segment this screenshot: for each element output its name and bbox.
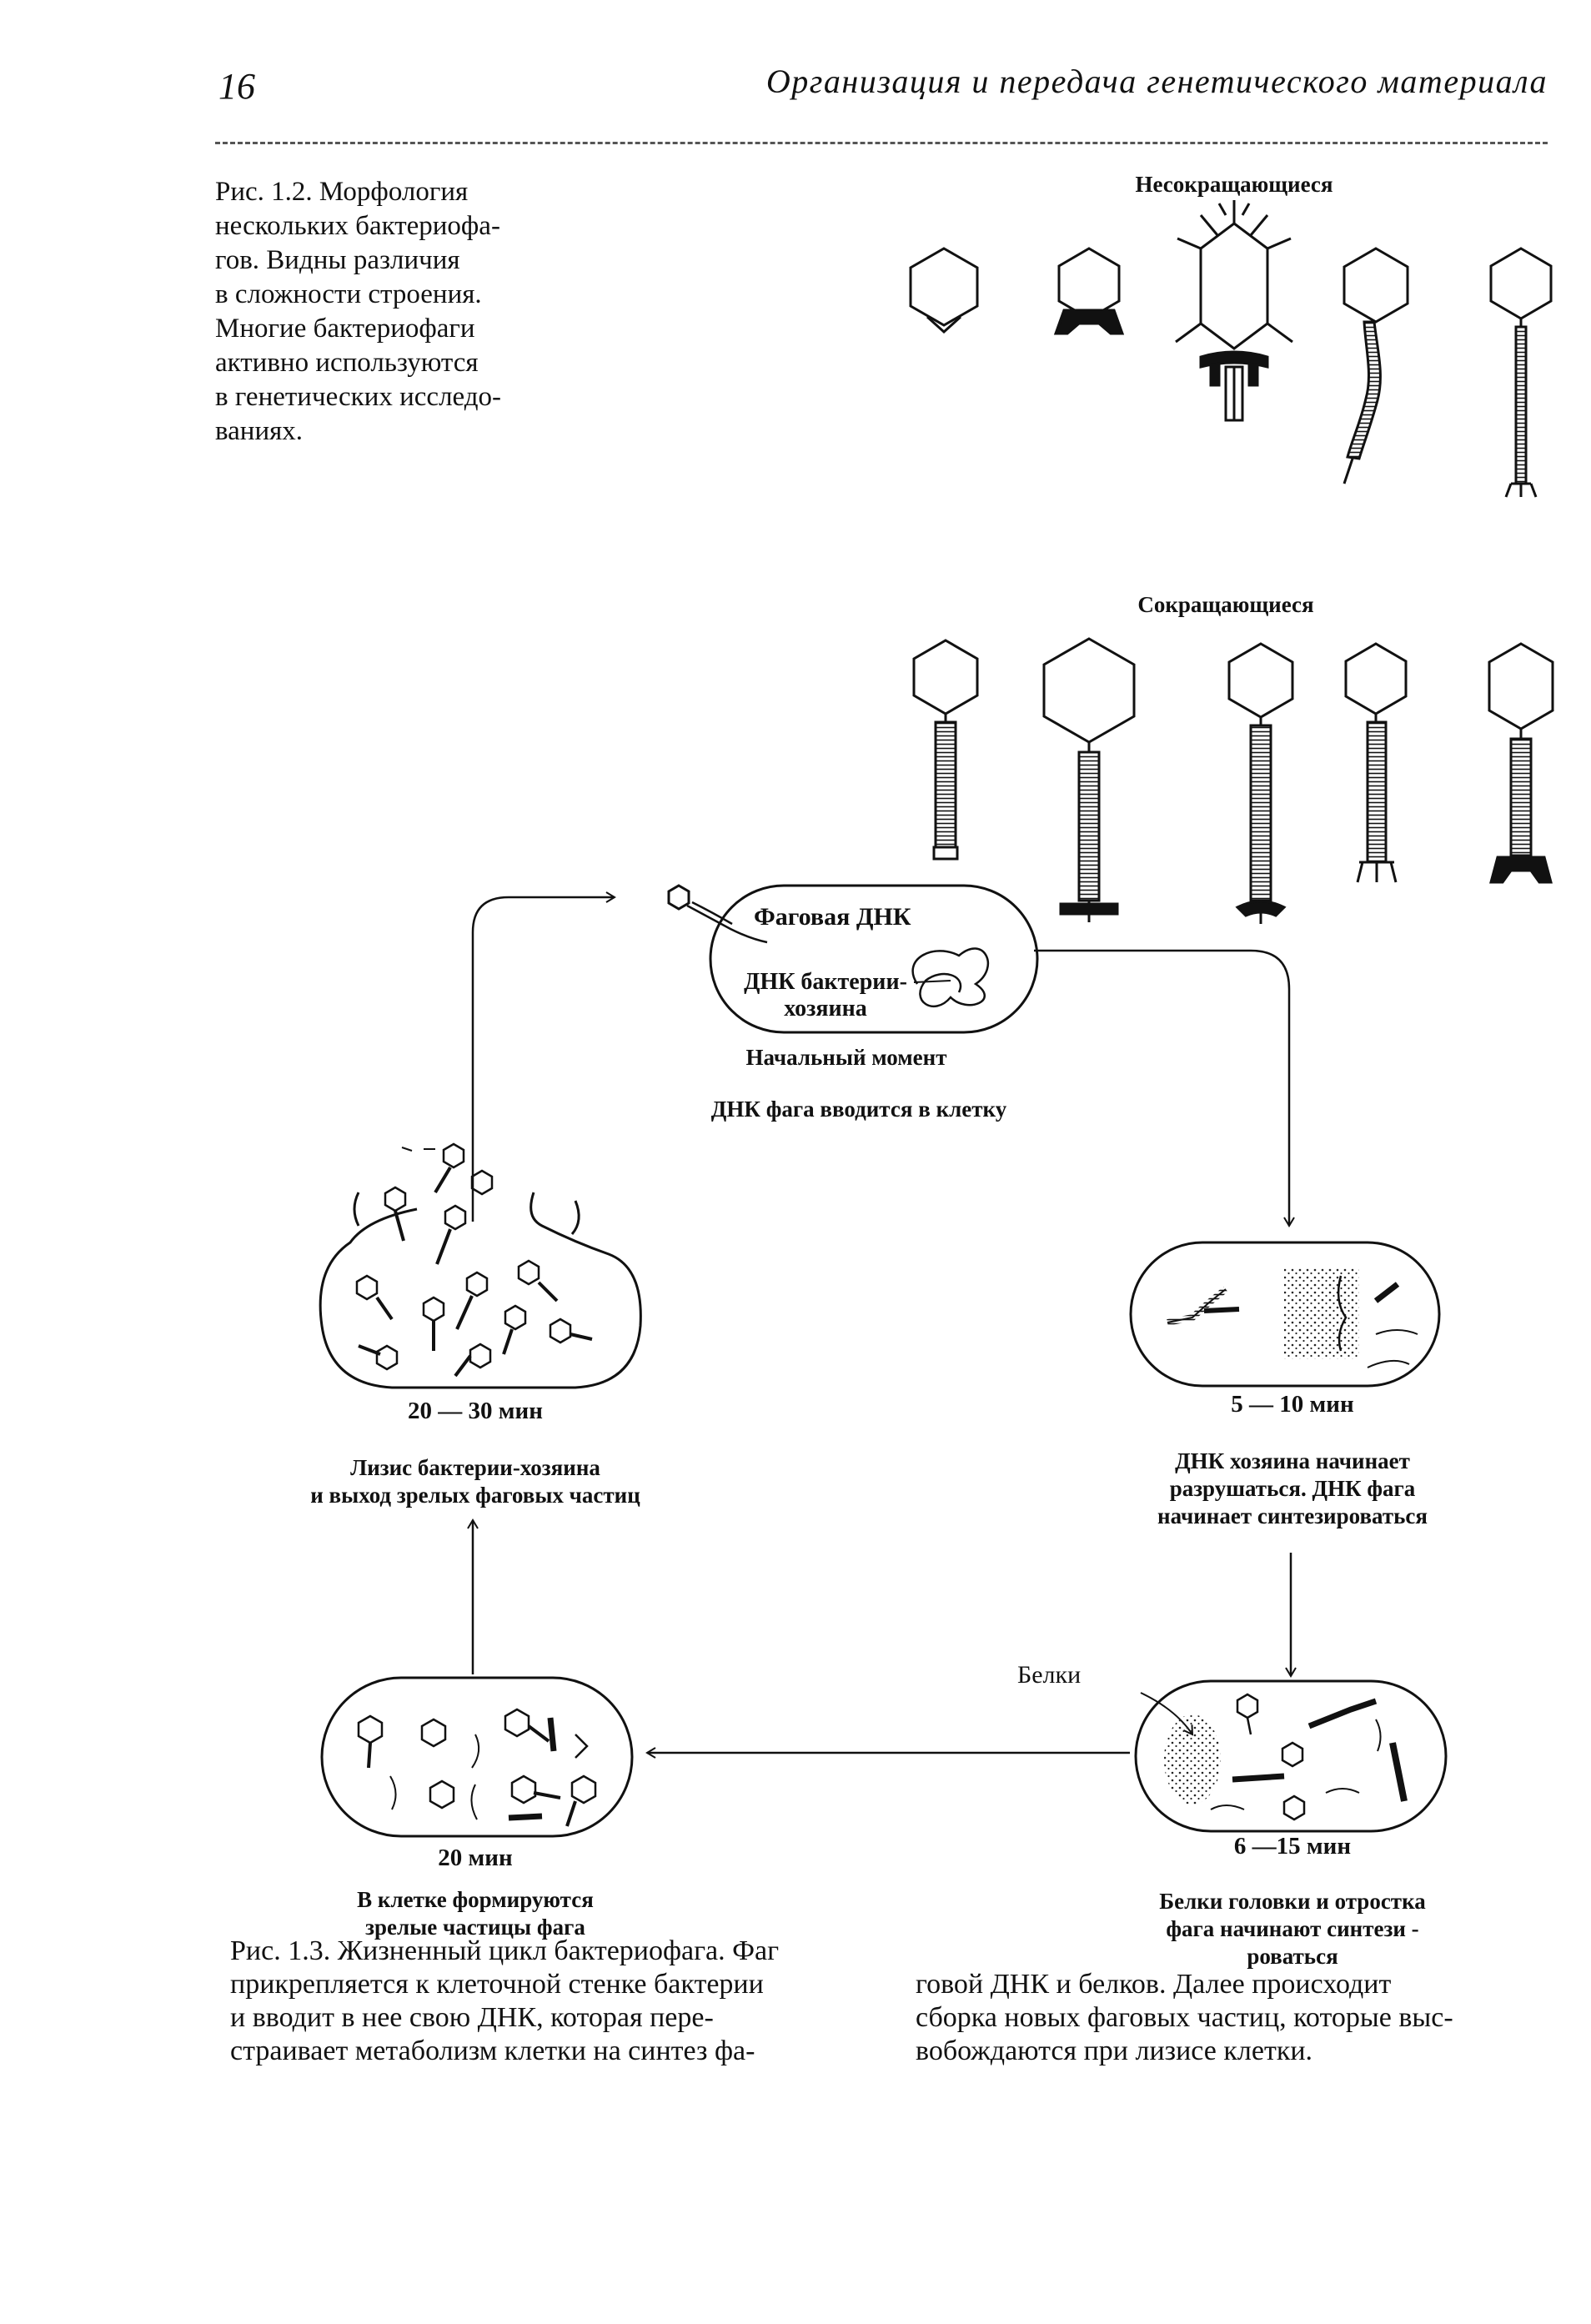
- phage-contracting-2: [1042, 637, 1136, 922]
- label-host-dna: ДНК бактерии- хозяина: [734, 969, 917, 1022]
- caption-line: и вводит в нее свою ДНК, которая пере-: [230, 2002, 714, 2033]
- desc-line: роваться: [1247, 1944, 1338, 1969]
- caption-line: Рис. 1.2. Морфология: [215, 177, 469, 207]
- caption-line: сборка новых фаговых частиц, которые выс…: [916, 2002, 1453, 2033]
- phage-noncontracting-5: [1489, 247, 1553, 498]
- phage-noncontracting-3: [1175, 200, 1293, 422]
- desc-line: начинает синтезироваться: [1157, 1503, 1428, 1528]
- desc-line: В клетке формируются: [357, 1887, 594, 1912]
- phage-noncontracting-2: [1053, 247, 1125, 335]
- desc-line: ДНК хозяина начинает: [1175, 1448, 1410, 1473]
- cell-lysis: [319, 1142, 642, 1389]
- caption-line: нескольких бактериофа-: [215, 211, 500, 241]
- desc-line: Лизис бактерии-хозяина: [350, 1455, 600, 1480]
- desc-20: В клетке формируются зрелые частицы фага: [300, 1886, 650, 1941]
- desc-20-30: Лизис бактерии-хозяина и выход зрелых фа…: [267, 1454, 684, 1509]
- time-6-15: 6 —15 мин: [1233, 1833, 1352, 1860]
- phage-noncontracting-4: [1343, 247, 1409, 484]
- desc-5-10: ДНК хозяина начинает разрушаться. ДНК фа…: [1117, 1448, 1468, 1530]
- phage-contracting-3: [1227, 642, 1294, 924]
- figure-1-2-caption: Рис. 1.2. Морфология нескольких бактерио…: [215, 175, 565, 449]
- arrow-start-to-5min: [1034, 949, 1295, 1227]
- caption-line: в генетических исследо-: [215, 382, 502, 412]
- label-phage-dna: Фаговая ДНК: [754, 903, 911, 931]
- group-label-contracting: Сокращающиеся: [1137, 592, 1314, 617]
- phage-contracting-1: [912, 639, 979, 861]
- label-proteins: Белки: [1017, 1661, 1082, 1689]
- phage-noncontracting-1: [909, 247, 979, 334]
- label-line: хозяина: [784, 996, 867, 1021]
- header-rule: [215, 142, 1548, 144]
- desc-line: разрушаться. ДНК фага: [1169, 1476, 1416, 1501]
- caption-line: страивает метаболизм клетки на синтез фа…: [230, 2035, 755, 2066]
- caption-line: прикрепляется к клеточной стенке бактери…: [230, 1969, 764, 2000]
- arrow-release-to-start: [471, 891, 616, 1222]
- cell-6-15min: [1134, 1679, 1448, 1833]
- cell-5-10min: [1129, 1241, 1441, 1388]
- caption-line: говой ДНК и белков. Далее происходит: [916, 1969, 1392, 2000]
- page-number: 16: [218, 66, 255, 107]
- caption-line: в сложности строения.: [215, 279, 482, 309]
- cell-20min: [320, 1676, 634, 1838]
- caption-line: ваниях.: [215, 416, 304, 446]
- phage-contracting-5: [1488, 642, 1554, 884]
- time-5-10: 5 — 10 мин: [1231, 1391, 1354, 1418]
- caption-line: гов. Видны различия: [215, 245, 460, 275]
- figure-1-3-caption-left: Рис. 1.3. Жизненный цикл бактериофага. Ф…: [230, 1935, 864, 2068]
- time-20: 20 мин: [438, 1845, 513, 1871]
- caption-line: активно используются: [215, 348, 479, 378]
- label-initial-moment: Начальный момент: [745, 1045, 947, 1070]
- time-20-30: 20 — 30 мин: [408, 1398, 543, 1424]
- phage-contracting-4: [1344, 642, 1408, 883]
- caption-line: Рис. 1.3. Жизненный цикл бактериофага. Ф…: [230, 1935, 780, 1966]
- cell-start: [667, 884, 1039, 1034]
- group-label-noncontracting: Несокращающиеся: [1135, 172, 1333, 197]
- desc-6-15: Белки головки и отростка фага начинают с…: [1109, 1888, 1476, 1970]
- figure-1-3-caption-right: говой ДНК и белков. Далее происходит сбо…: [916, 1968, 1549, 2068]
- desc-line: фага начинают синтези -: [1166, 1916, 1419, 1941]
- caption-line: вобождаются при лизисе клетки.: [916, 2035, 1313, 2066]
- label-dna-injected: ДНК фага вводится в клетку: [710, 1097, 1007, 1122]
- label-line: ДНК бактерии-: [744, 969, 907, 995]
- desc-line: Белки головки и отростка: [1159, 1889, 1426, 1914]
- desc-line: и выход зрелых фаговых частиц: [310, 1483, 640, 1508]
- desc-line: зрелые частицы фага: [365, 1915, 585, 1940]
- caption-line: Многие бактериофаги: [215, 314, 475, 344]
- running-head: Организация и передача генетического мат…: [765, 63, 1548, 100]
